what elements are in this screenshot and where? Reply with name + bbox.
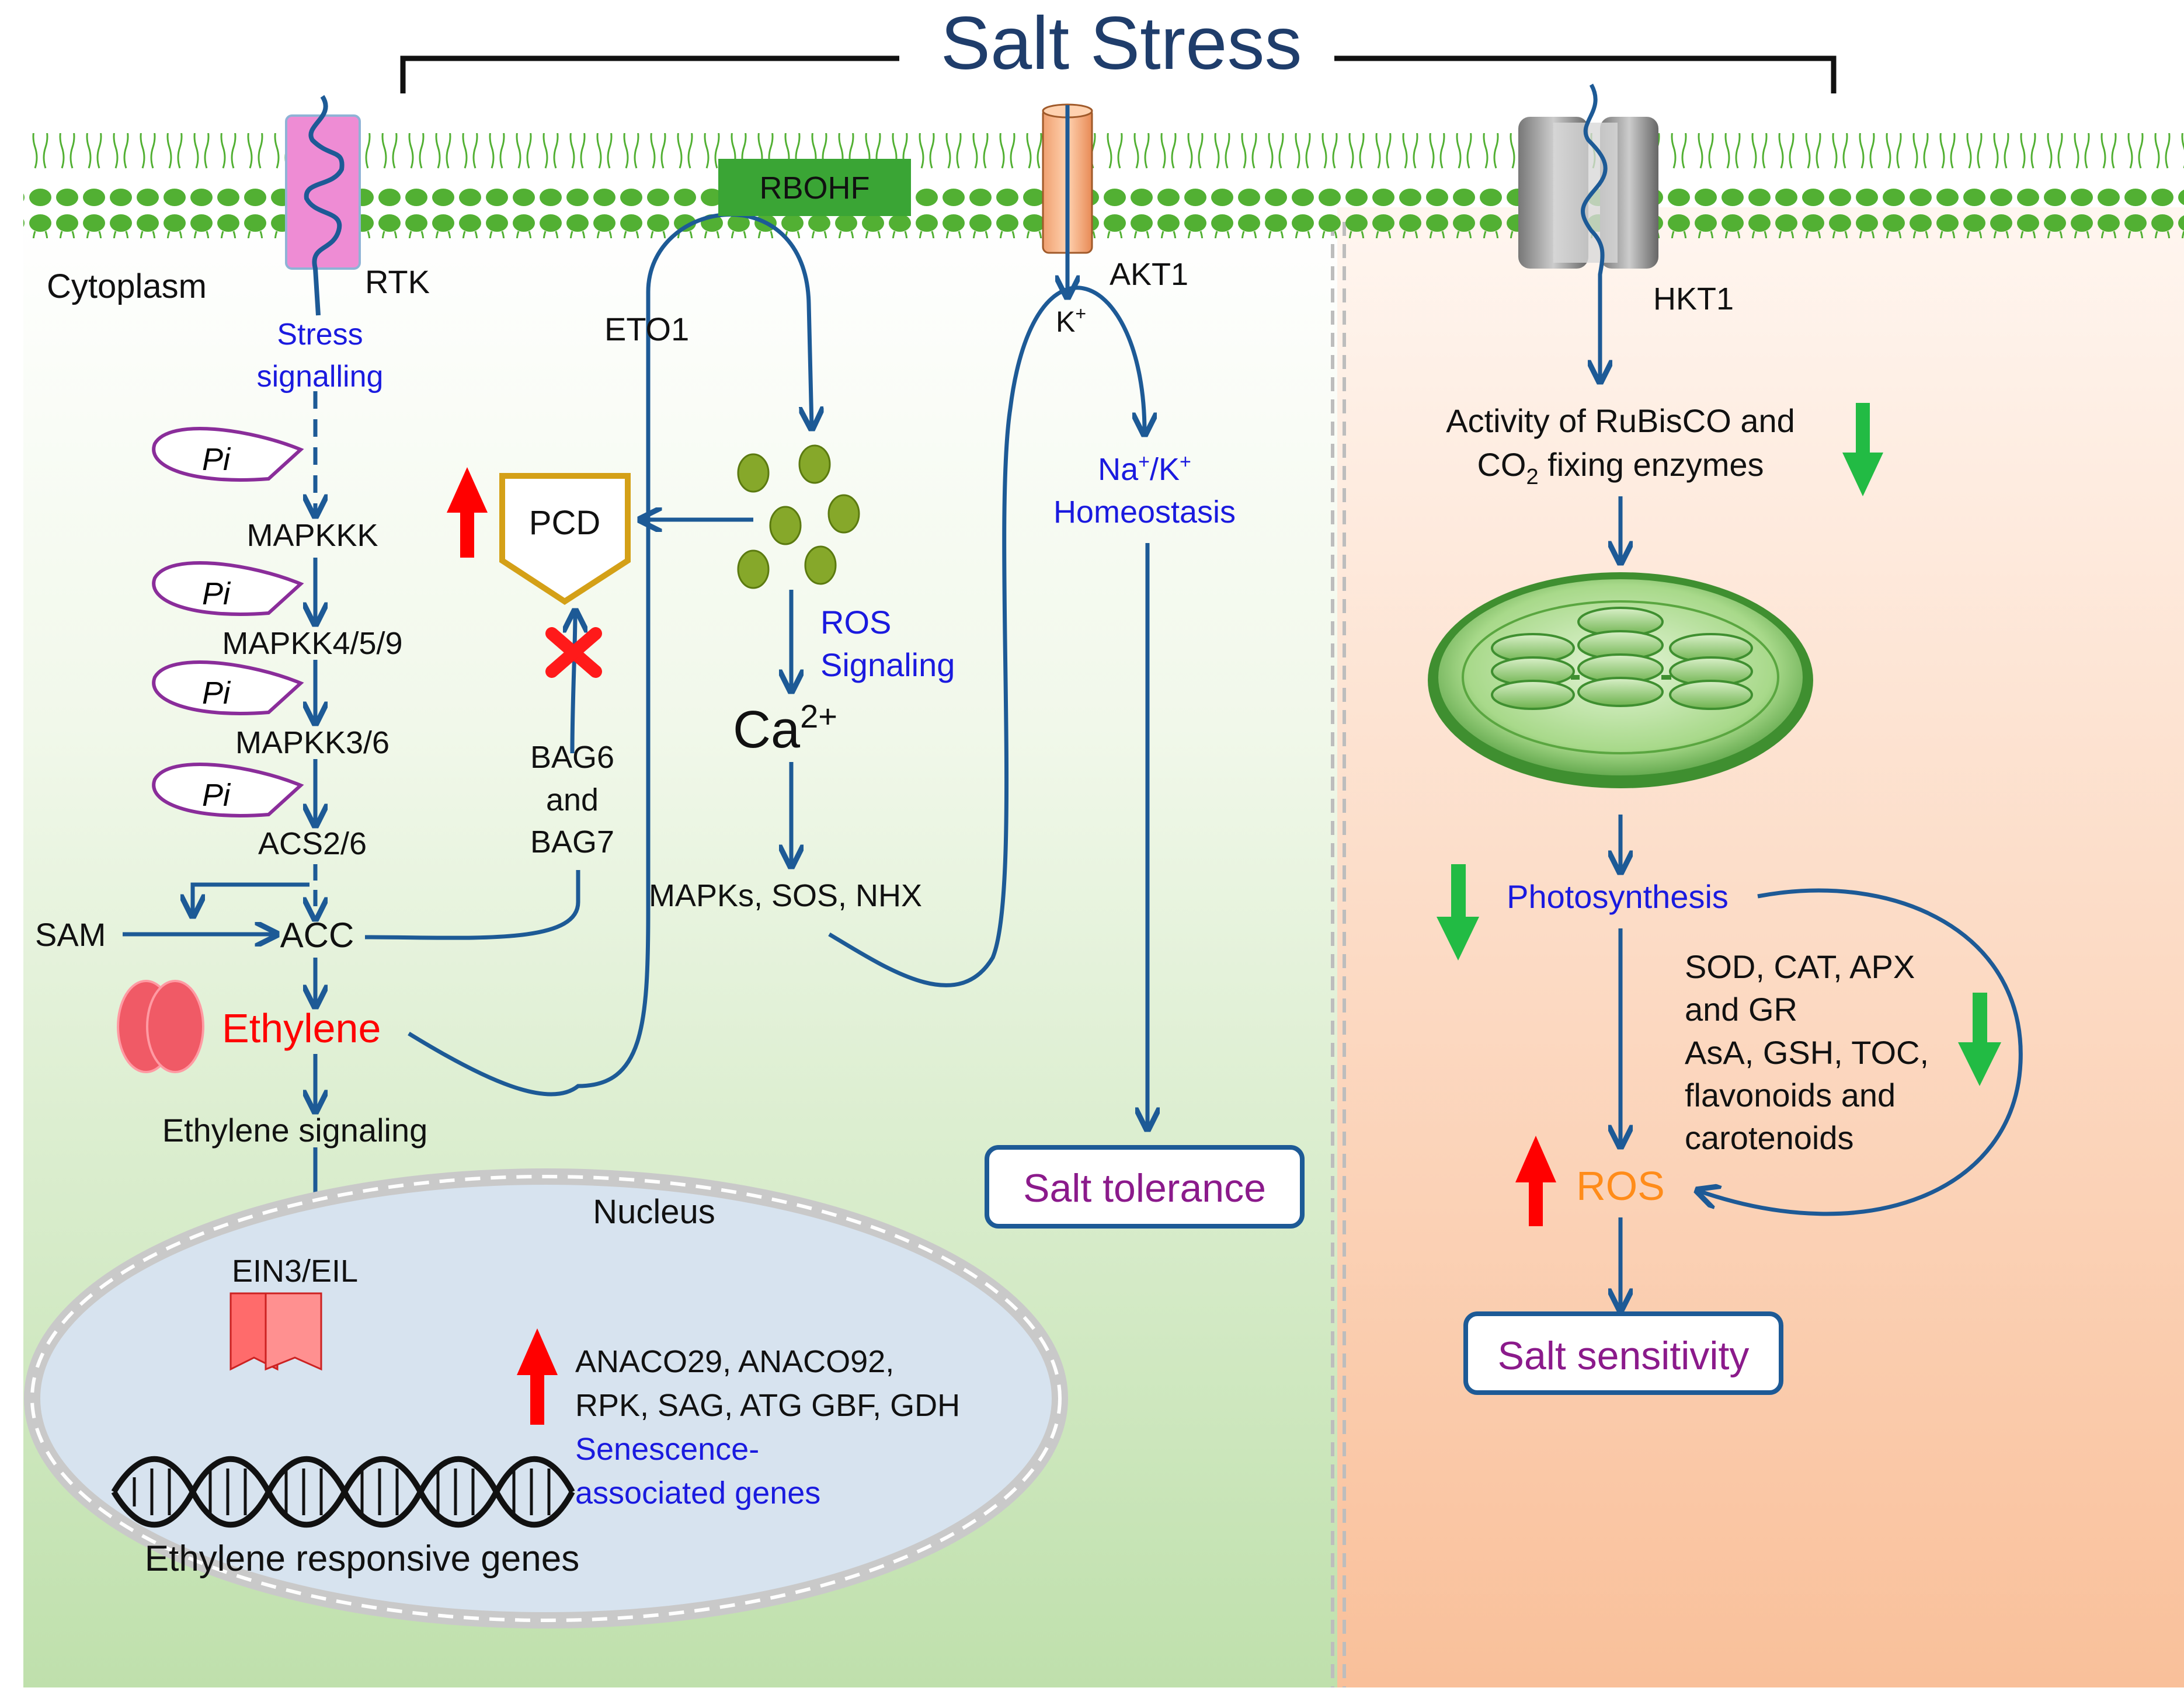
genes-label: ANACO29, ANACO92, bbox=[575, 1344, 894, 1379]
pcd-label: PCD bbox=[529, 504, 600, 542]
sam-label: SAM bbox=[35, 916, 106, 953]
calcium-label: Ca2+ bbox=[733, 698, 837, 759]
salt-tolerance-label: Salt tolerance bbox=[1023, 1166, 1266, 1210]
dna-helix-icon bbox=[111, 1456, 575, 1527]
antioxidant-label: AsA, GSH, TOC, bbox=[1685, 1034, 1929, 1071]
salt-sensitive-background bbox=[1337, 207, 2184, 1687]
senescence-genes-label: associated genes bbox=[575, 1476, 820, 1511]
cytoplasm-label: Cytoplasm bbox=[47, 267, 207, 305]
receptor-tyrosine-kinase-icon bbox=[285, 95, 361, 316]
photosynthesis-label: Photosynthesis bbox=[1507, 878, 1729, 915]
ethylene-receptor-icon bbox=[117, 980, 204, 1073]
genes-label: RPK, SAG, ATG GBF, GDH bbox=[575, 1388, 960, 1423]
stress-signalling-label: signalling bbox=[257, 360, 384, 394]
ros-dots-icon bbox=[737, 444, 860, 589]
mapk-cascade-arrows bbox=[123, 213, 1147, 1445]
chloroplast-icon bbox=[1428, 572, 1813, 788]
nucleus-label: Nucleus bbox=[593, 1193, 715, 1231]
acc-label: ACC bbox=[280, 916, 354, 955]
up-arrow-icon bbox=[1515, 1136, 1556, 1226]
bag-label: and bbox=[546, 782, 599, 817]
acs26-label: ACS2/6 bbox=[258, 826, 367, 861]
pi-label: Pi bbox=[202, 676, 231, 711]
up-arrow-icon bbox=[517, 1328, 558, 1425]
antioxidant-label: and GR bbox=[1685, 991, 1797, 1028]
bag-label: BAG6 bbox=[530, 740, 614, 775]
up-arrow-icon bbox=[447, 467, 488, 558]
pi-label: Pi bbox=[202, 576, 231, 611]
k-ion-label: K+ bbox=[1056, 303, 1086, 338]
phosphate-tags bbox=[152, 426, 304, 817]
mapkk459-label: MAPKK4/5/9 bbox=[222, 626, 402, 661]
antioxidant-label: SOD, CAT, APX bbox=[1685, 948, 1915, 985]
co2-fixing-label: CO2 fixing enzymes bbox=[1477, 446, 1764, 489]
rubisco-label: Activity of RuBisCO and bbox=[1446, 402, 1795, 439]
senescence-genes-label: Senescence- bbox=[575, 1432, 759, 1467]
salt-tolerance-box bbox=[985, 1145, 1305, 1229]
bag-label: BAG7 bbox=[530, 824, 614, 860]
ein3-icon bbox=[229, 1292, 322, 1371]
ethylene-responsive-genes-label: Ethylene responsive genes bbox=[145, 1539, 579, 1579]
mapkk36-label: MAPKK3/6 bbox=[235, 725, 389, 760]
ros-signaling-label: Signaling bbox=[820, 646, 955, 683]
pi-label: Pi bbox=[202, 778, 231, 813]
ion-channel-icon bbox=[1518, 83, 1658, 380]
rbohf-enzyme bbox=[718, 159, 911, 216]
hkt1-label: HKT1 bbox=[1653, 281, 1734, 316]
title-bracket bbox=[400, 55, 1837, 93]
antioxidant-label: flavonoids and bbox=[1685, 1077, 1896, 1114]
stress-signalling-label: Stress bbox=[277, 318, 363, 352]
mapkkk-label: MAPKKK bbox=[246, 518, 378, 553]
down-arrow-icon bbox=[1958, 993, 2001, 1086]
down-arrow-icon bbox=[1437, 864, 1479, 961]
antioxidant-label: carotenoids bbox=[1685, 1119, 1854, 1156]
photosynthesis-arrows bbox=[1620, 496, 2023, 1308]
ethylene-signaling-label: Ethylene signaling bbox=[162, 1112, 428, 1149]
na-k-label: Na+/K+ bbox=[1098, 451, 1191, 487]
homeostasis-label: Homeostasis bbox=[1053, 495, 1236, 530]
akt1-label: AKT1 bbox=[1110, 257, 1188, 292]
down-arrow-icon bbox=[1842, 403, 1883, 496]
pi-label: Pi bbox=[202, 442, 231, 477]
ros-signaling-label: ROS bbox=[820, 604, 891, 641]
inhibition-x-icon bbox=[545, 627, 602, 678]
ros-label: ROS bbox=[1576, 1163, 1665, 1209]
ein3-label: EIN3/EIL bbox=[232, 1254, 358, 1289]
salt-sensitivity-label: Salt sensitivity bbox=[1498, 1334, 1750, 1378]
plasma-membrane bbox=[23, 133, 2184, 238]
rbohf-label: RBOHF bbox=[760, 170, 870, 206]
eto1-label: ETO1 bbox=[604, 311, 689, 347]
pcd-box bbox=[499, 473, 631, 605]
rtk-label: RTK bbox=[365, 263, 430, 300]
title: Salt Stress bbox=[941, 2, 1302, 85]
mapks-sos-nhx-label: MAPKs, SOS, NHX bbox=[649, 878, 922, 913]
nucleus bbox=[24, 1168, 1068, 1629]
salt-sensitivity-box bbox=[1463, 1311, 1783, 1395]
ethylene-label: Ethylene bbox=[222, 1005, 381, 1051]
